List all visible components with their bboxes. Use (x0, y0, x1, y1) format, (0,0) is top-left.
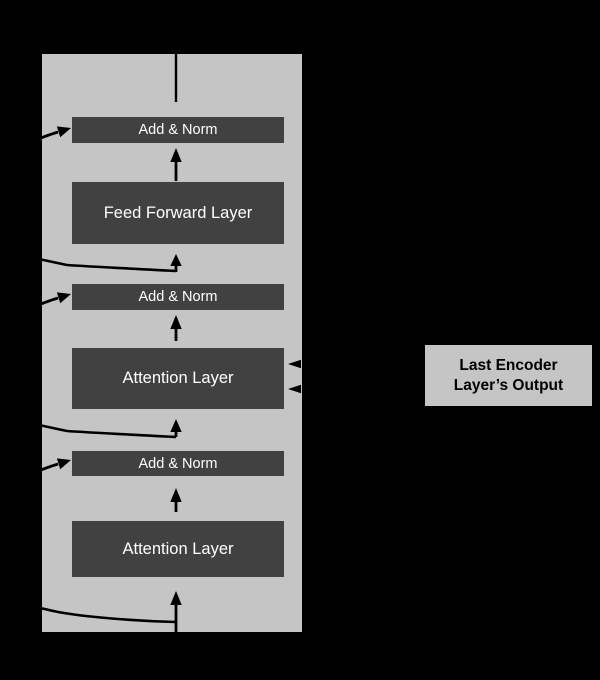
residual-entry-middle-add-norm (27, 292, 71, 311)
arrow-middle-attention-to-add-norm (170, 315, 182, 341)
block-add-norm-bottom: Add & Norm (72, 451, 284, 476)
arrow-into-middle-attention (170, 419, 182, 437)
residual-entry-top-add-norm (27, 126, 71, 145)
block-attention-mid: Attention Layer (72, 348, 284, 409)
block-add-norm-top: Add & Norm (72, 117, 284, 143)
residual-branch-middle-attention (23, 420, 177, 439)
arrow-feed-forward-to-add-norm (170, 148, 182, 181)
residual-branch-feed-forward (23, 254, 177, 273)
encoder-output-arrow-upper (288, 359, 425, 369)
input-arrow (170, 591, 182, 658)
residual-branch-input (19, 601, 177, 624)
encoder-output-arrow-lower (288, 384, 425, 394)
encoder-output-label-box: Last Encoder Layer’s Output (425, 345, 592, 406)
arrow-into-feed-forward (170, 254, 182, 272)
block-attention-bottom: Attention Layer (72, 521, 284, 577)
arrow-bottom-attention-to-add-norm (170, 488, 182, 512)
residual-entry-bottom-add-norm (27, 458, 71, 477)
block-add-norm-mid: Add & Norm (72, 284, 284, 310)
block-feed-forward: Feed Forward Layer (72, 182, 284, 244)
